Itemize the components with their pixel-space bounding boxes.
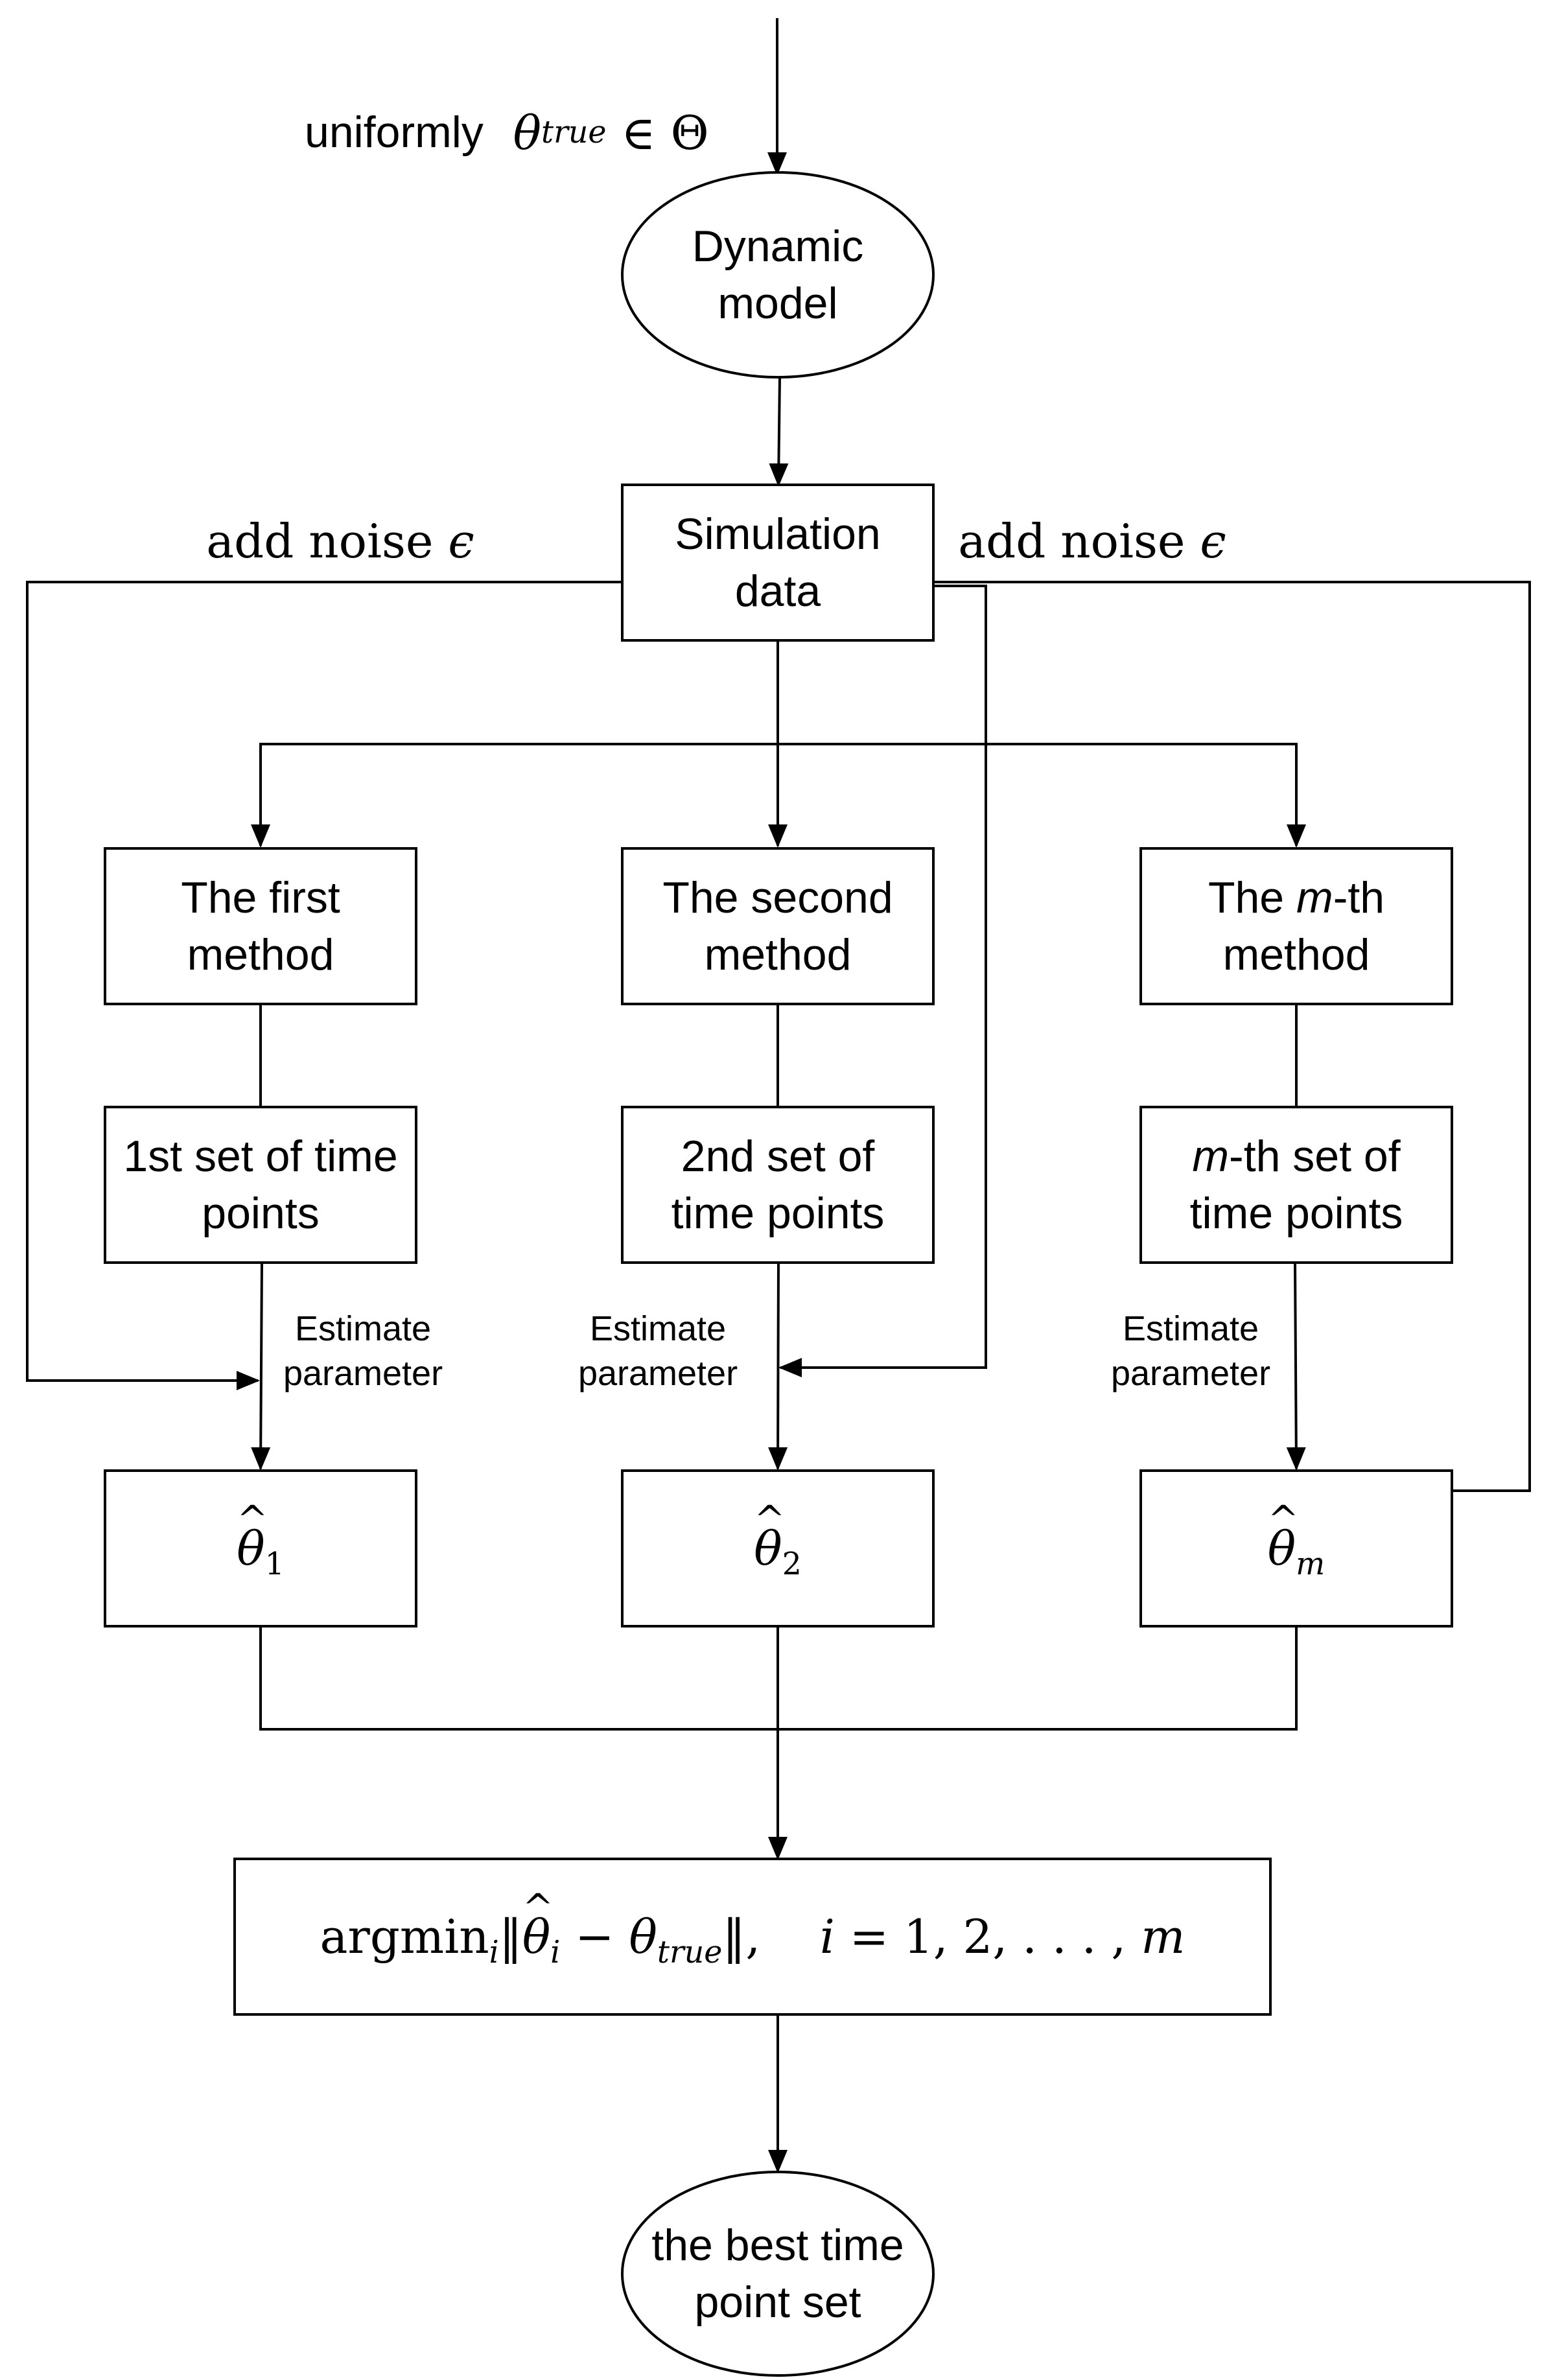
index-variable: i: [819, 1909, 835, 1964]
theta-true-obj-symbol: θ: [629, 1909, 657, 1964]
timeset-2-node: [621, 1106, 935, 1264]
timeset1-to-estimate1-arrow: [251, 1262, 271, 1471]
timeset-m-var: m: [1192, 1131, 1230, 1181]
timeset-m-label: m-th set of time points: [1141, 1107, 1452, 1263]
noise-right-path: [778, 585, 987, 1377]
best-set-node: [621, 2171, 935, 2377]
estimate-label-left: Estimate parameter: [283, 1309, 443, 1393]
method-1-label: The first method: [181, 872, 340, 979]
method-m-var: m: [1296, 872, 1333, 922]
branch-right-arrow: [778, 743, 1306, 848]
index-range: = 1, 2, . . . ,: [834, 1909, 1141, 1964]
timeset-m-suffix: -th set of time points: [1189, 1131, 1403, 1238]
noise-left-symbol: ϵ: [448, 513, 474, 568]
simulation-data-label: Simulation data: [675, 509, 881, 616]
estimate-m-label: θm: [1141, 1471, 1452, 1626]
timeset-1-label: 1st set of time points: [123, 1131, 398, 1238]
timesetm-to-estimatem-arrow: [1286, 1262, 1306, 1471]
dynamic-model-node: [621, 171, 935, 379]
timeset-1-node: [104, 1106, 417, 1264]
theta-hat-2-sub: 2: [782, 1546, 802, 1582]
noise-left-text: add noise: [206, 513, 434, 568]
estimate-label-right: Estimate parameter: [1110, 1309, 1271, 1393]
noise-right-text: add noise: [958, 513, 1185, 568]
theta-hat-m-symbol: θ: [1268, 1497, 1296, 1576]
model-to-simulation-arrow: [769, 377, 789, 487]
index-end: m: [1141, 1909, 1185, 1964]
norm-close: ‖,: [722, 1909, 761, 1964]
best-set-label: the best time point set: [651, 2220, 904, 2327]
noise-label-left: add noise ϵ: [194, 506, 486, 577]
method-m-node: [1139, 847, 1453, 1005]
theta-true-symbol: θ: [513, 105, 541, 160]
objective-label: argmini‖θi − θtrue‖, i = 1, 2, . . . , m: [235, 1859, 1270, 2014]
method-2-node: [621, 847, 935, 1005]
method-2-label: The second method: [662, 872, 893, 979]
theta-true-subscript: true: [541, 115, 607, 150]
timeset-2-label: 2nd set of time points: [671, 1131, 885, 1238]
norm-open: ‖: [498, 1909, 522, 1964]
method-m-suffix: -th method: [1222, 872, 1385, 979]
noise-left-path: [26, 581, 622, 1390]
theta-hat-1-symbol: θ: [237, 1497, 265, 1576]
theta-hat-2-symbol: θ: [754, 1497, 782, 1576]
theta-hat-m-sub: m: [1296, 1546, 1325, 1582]
noise-right-symbol: ϵ: [1200, 513, 1226, 568]
method-m-prefix: The: [1208, 872, 1297, 922]
estimate-label-middle: Estimate parameter: [578, 1309, 738, 1393]
estimate-1-label: θ1: [105, 1471, 416, 1626]
estimate-2-label: θ2: [622, 1471, 933, 1626]
branch-left-arrow: [251, 743, 778, 848]
method-m-label: The m-th method: [1141, 848, 1452, 1004]
simulation-data-node: [621, 484, 935, 642]
theta-true-obj-sub: true: [657, 1935, 723, 1970]
objective-node: [233, 1858, 1272, 2016]
estimate-m-node: [1139, 1469, 1453, 1628]
argmin-subscript: i: [489, 1935, 499, 1970]
input-label-prefix: uniformly: [305, 108, 484, 158]
theta-hat-1-sub: 1: [264, 1546, 285, 1582]
dynamic-model-label: Dynamic model: [692, 221, 864, 328]
theta-hat-i-symbol: θ: [522, 1885, 551, 1965]
minus-sign: −: [560, 1909, 629, 1964]
theta-hat-i-sub: i: [550, 1935, 561, 1970]
timeset-m-node: [1139, 1106, 1453, 1264]
method-1-node: [104, 847, 417, 1005]
input-label-relation: ∈ Θ: [621, 105, 709, 160]
argmin-operator: argmin: [320, 1909, 489, 1964]
feedback-right-path: [933, 581, 1531, 1492]
noise-label-right: add noise ϵ: [946, 506, 1238, 577]
